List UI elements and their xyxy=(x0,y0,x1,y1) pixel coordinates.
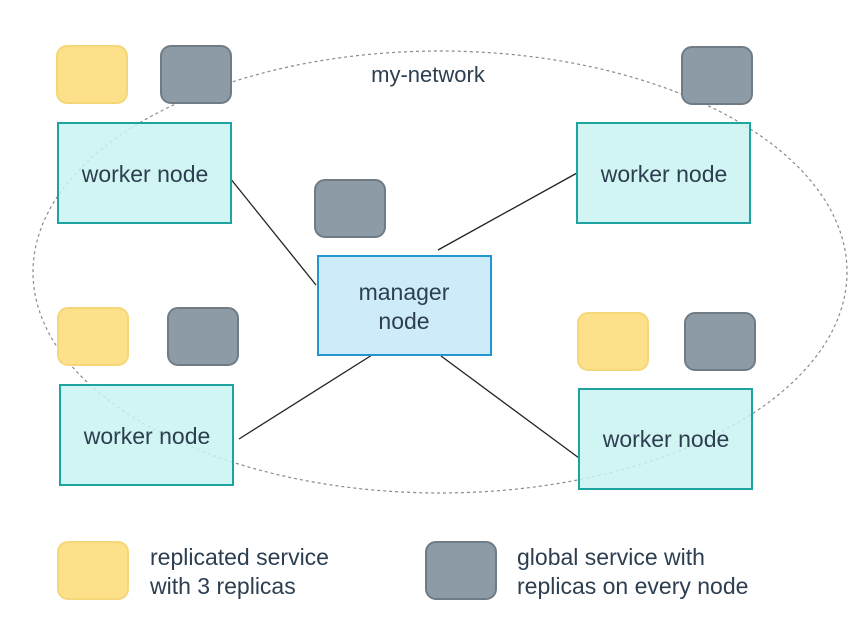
legend: replicated service with 3 replicas globa… xyxy=(57,541,748,600)
manager-node: manager node xyxy=(317,255,492,356)
worker-node-top-left-label: worker node xyxy=(81,161,209,187)
global-task-bottom-left xyxy=(167,307,239,366)
worker-node-top-left: worker node xyxy=(57,122,232,224)
network-label: my-network xyxy=(371,62,486,87)
worker-node-bottom-left: worker node xyxy=(59,384,234,486)
legend-replicated-line1: replicated service xyxy=(150,544,329,570)
legend-global-swatch xyxy=(425,541,497,600)
global-task-top-left xyxy=(160,45,232,104)
link-manager-worker-top-right xyxy=(437,172,578,251)
replicated-task-bottom-left xyxy=(57,307,129,366)
manager-node-label-line2: node xyxy=(378,308,429,334)
global-task-bottom-right xyxy=(684,312,756,371)
legend-replicated-swatch xyxy=(57,541,129,600)
worker-node-bottom-left-label: worker node xyxy=(83,423,211,449)
legend-global-line2: replicas on every node xyxy=(517,573,748,599)
link-manager-worker-bottom-right xyxy=(440,355,580,459)
replicated-task-bottom-right xyxy=(577,312,649,371)
replicated-task-top-left xyxy=(56,45,128,104)
worker-node-top-right-label: worker node xyxy=(600,161,728,187)
worker-node-bottom-right-label: worker node xyxy=(602,426,730,452)
worker-node-top-right: worker node xyxy=(576,122,751,224)
global-task-manager xyxy=(314,179,386,238)
legend-global-line1: global service with xyxy=(517,544,705,570)
network-boundary xyxy=(32,50,848,494)
link-manager-worker-bottom-left xyxy=(238,354,373,440)
manager-node-label-line1: manager xyxy=(359,279,450,305)
worker-node-bottom-right: worker node xyxy=(578,388,753,490)
link-manager-worker-top-left xyxy=(229,177,317,286)
legend-replicated-line2: with 3 replicas xyxy=(149,573,296,599)
global-task-top-right xyxy=(681,46,753,105)
